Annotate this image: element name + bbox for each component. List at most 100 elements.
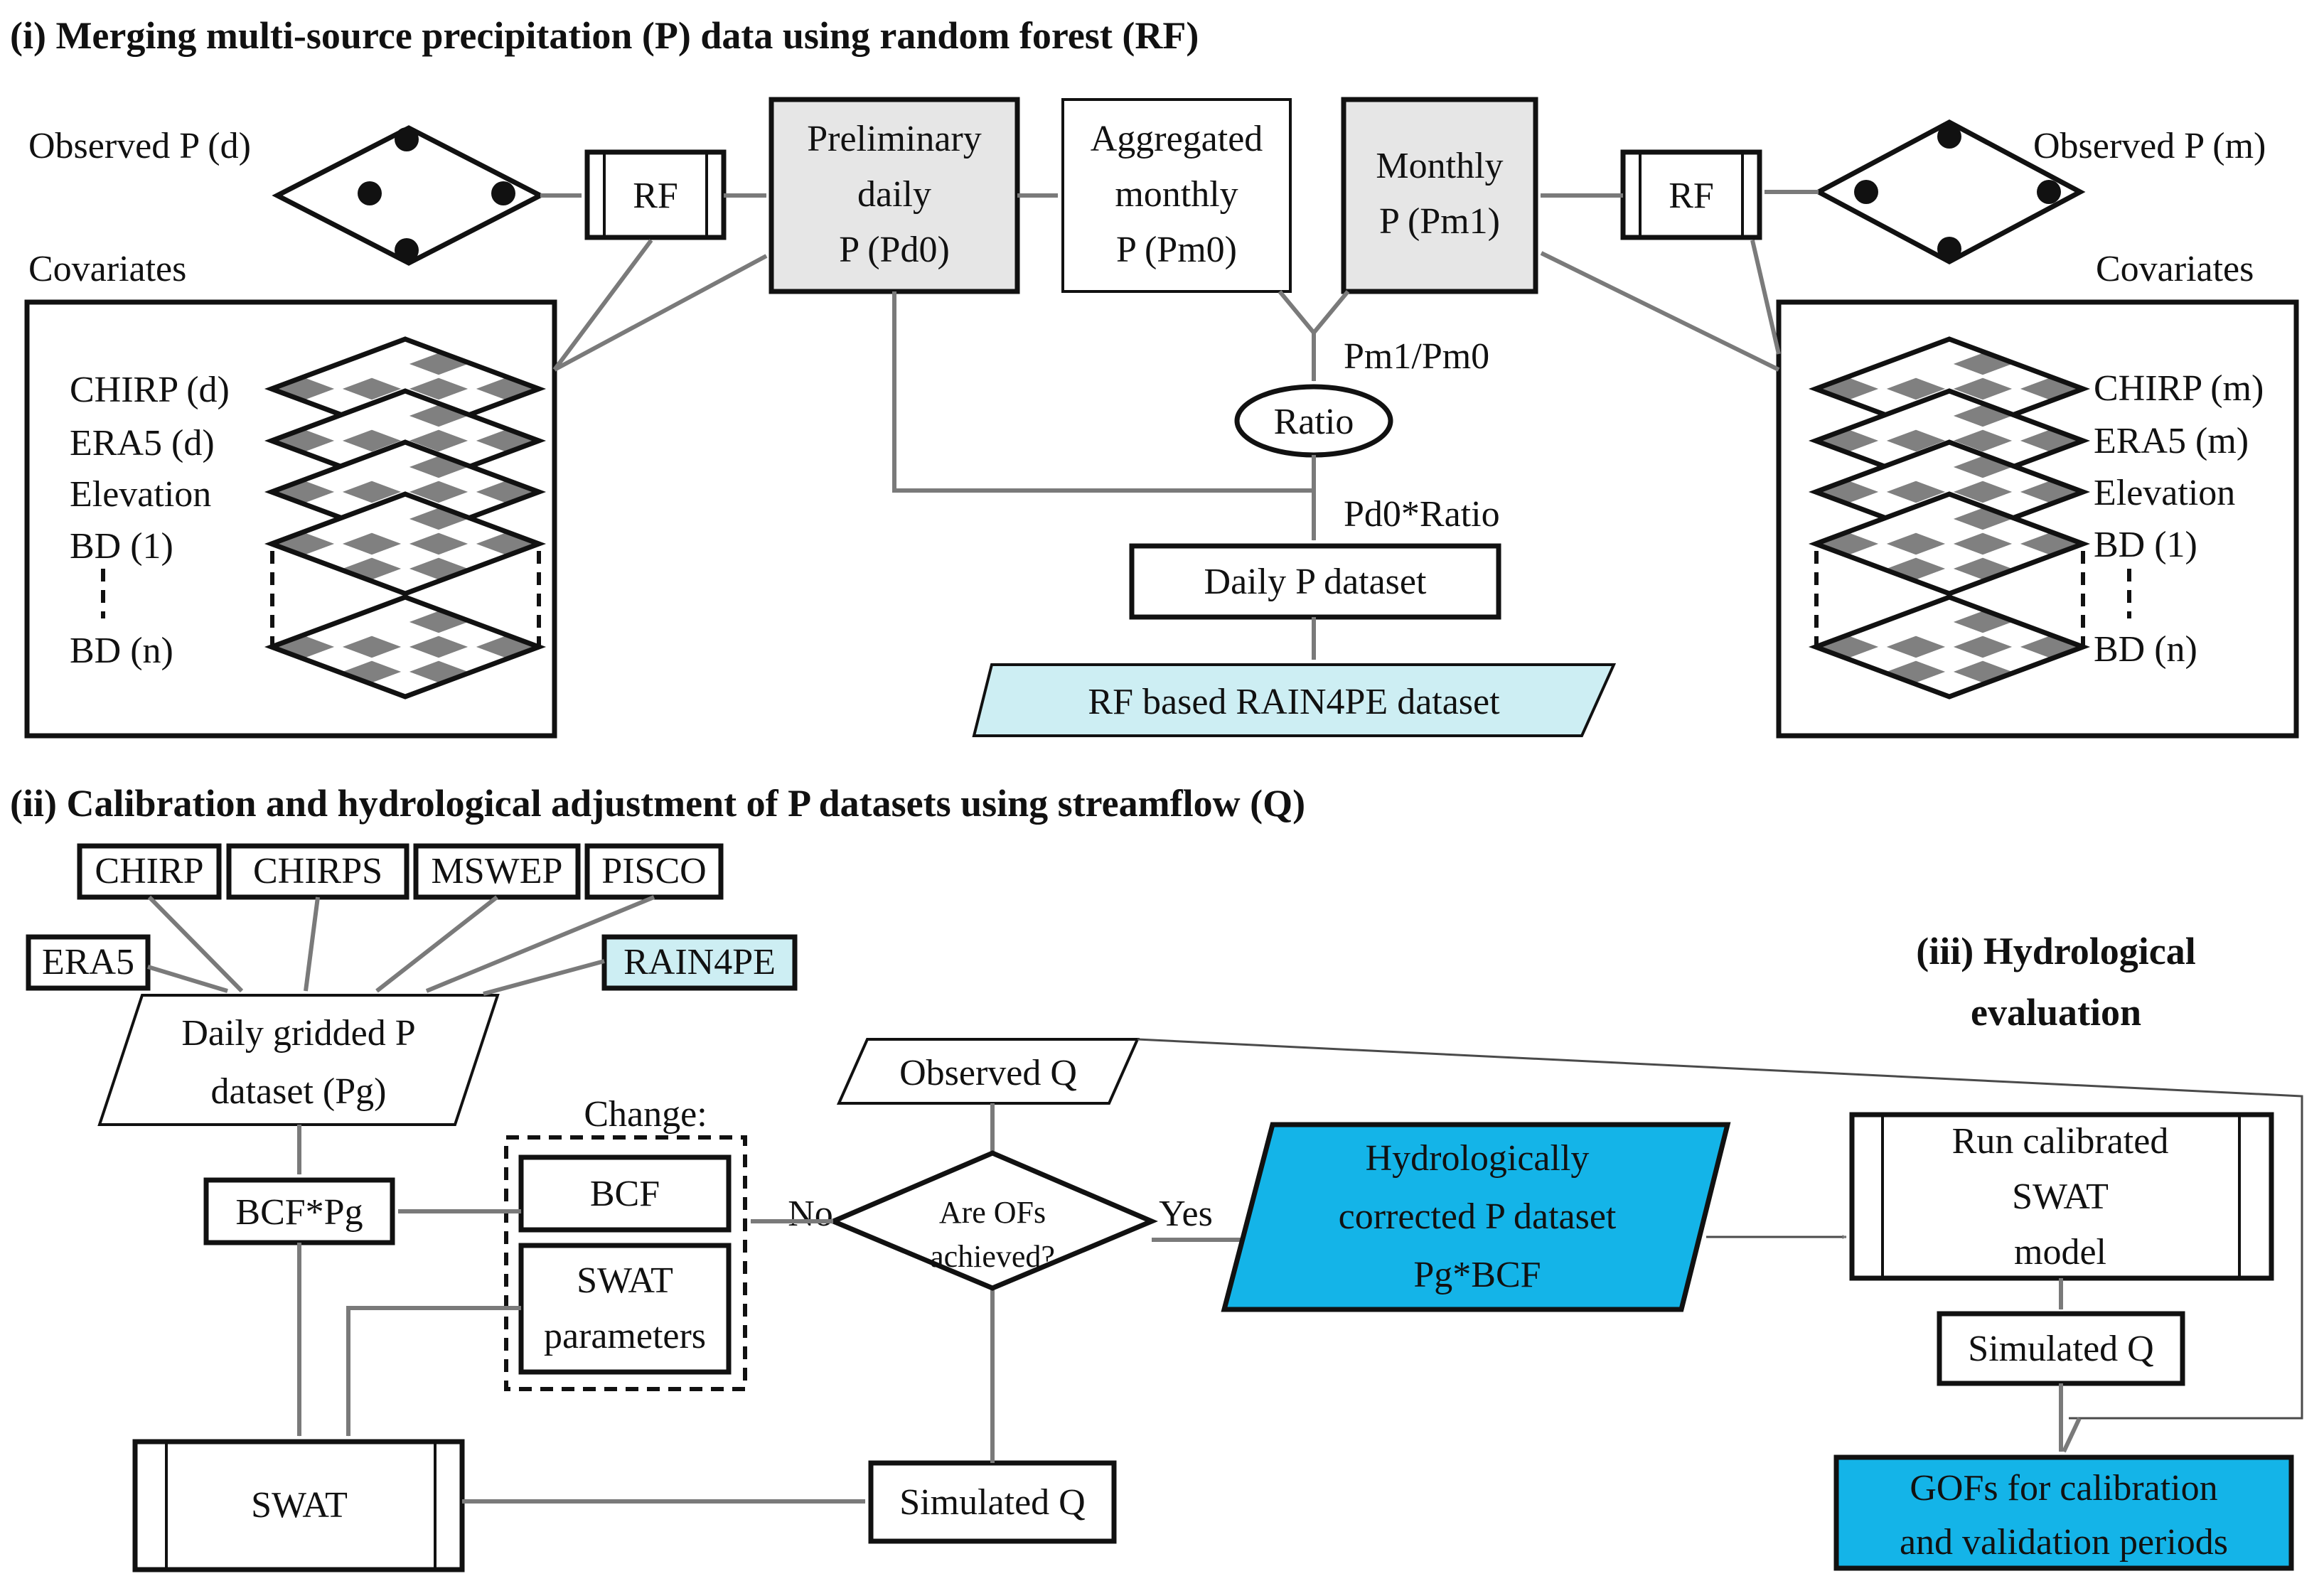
observed-p-monthly-diamond <box>1813 119 2086 264</box>
corrected-p-dataset-box <box>1221 1122 1731 1312</box>
gofs-box <box>1833 1454 2294 1571</box>
bcf-label: BCF <box>590 1174 660 1214</box>
arrow-params-to-swat <box>346 1306 521 1437</box>
run-line2: SWAT <box>2012 1177 2109 1217</box>
station-dot <box>395 238 419 262</box>
prelim-line3: P (Pd0) <box>839 230 950 270</box>
source-rain4pe-box <box>601 934 798 991</box>
rf-rain4pe-dataset-box <box>972 663 1617 737</box>
decision-line2: achieved? <box>930 1239 1055 1274</box>
station-dot <box>1937 237 1961 261</box>
preliminary-daily-box: Preliminary daily P (Pd0) <box>769 97 1020 294</box>
aggregated-line2: monthly <box>1115 174 1238 215</box>
covariate-grid-layer <box>264 594 547 700</box>
grid-outline <box>1808 594 2091 700</box>
gridded-line1: Daily gridded P <box>181 1013 415 1054</box>
cov-left-era5: ERA5 (d) <box>70 423 215 463</box>
cov-right-bdn: BD (n) <box>2094 629 2197 670</box>
run-calibrated-swat-box: Run calibrated SWAT model <box>1849 1112 2274 1281</box>
daily-gridded-p-box <box>97 994 500 1126</box>
section-title-evaluation-line2: evaluation <box>1971 991 2141 1034</box>
simulated-q-eval-box <box>1937 1311 2185 1386</box>
swat-parameters-box <box>518 1243 732 1375</box>
change-group-dashed-box <box>504 1135 747 1391</box>
source-pisco-label: PISCO <box>601 851 706 891</box>
source-chirps-box <box>226 843 409 900</box>
covariate-grid-layer <box>264 491 547 596</box>
observed-p-monthly-label: Observed P (m) <box>2033 126 2266 166</box>
arrow-covariates-to-prelim <box>553 254 768 372</box>
no-label: No <box>788 1194 833 1234</box>
monthly-pm1-box: Monthly P (Pm1) <box>1341 97 1538 294</box>
station-dot <box>1854 180 1878 204</box>
gridded-line2: dataset (Pg) <box>211 1071 387 1112</box>
observed-p-daily-label: Observed P (d) <box>28 126 251 166</box>
arrow-covariates-to-rf-monthly <box>1750 240 1781 355</box>
corrected-line3: Pg*BCF <box>1413 1255 1541 1295</box>
aggregated-line1: Aggregated <box>1091 119 1263 159</box>
bcf-box <box>518 1154 732 1233</box>
source-era5-box <box>26 934 151 991</box>
grid-outline <box>264 491 547 596</box>
source-chirp-label: CHIRP <box>95 851 203 891</box>
yes-label: Yes <box>1159 1194 1213 1234</box>
connector-observed-to-gofs <box>1137 1038 2303 1420</box>
decision-line1: Are OFs <box>939 1195 1046 1230</box>
source-boxes: CHIRP CHIRPS MSWEP PISCO <box>77 843 724 900</box>
rf-label: RF <box>633 176 678 216</box>
cov-left-elevation: Elevation <box>70 474 211 515</box>
gofs-line1: GOFs for calibration <box>1910 1468 2217 1508</box>
merge-lines-pm <box>1278 290 1350 336</box>
cov-right-chirp: CHIRP (m) <box>2094 368 2264 409</box>
covariate-grid-stack-right <box>1808 336 2091 700</box>
daily-p-dataset-label: Daily P dataset <box>1204 562 1427 602</box>
aggregated-line3: P (Pm0) <box>1116 230 1237 270</box>
source-era5-label: ERA5 <box>42 942 134 982</box>
arrow-mswep-to-gridded <box>375 895 498 993</box>
cov-right-bd1: BD (1) <box>2094 525 2197 565</box>
simulated-q-box <box>868 1460 1117 1544</box>
rf-label: RF <box>1669 176 1714 216</box>
observed-q-label: Observed Q <box>899 1053 1077 1093</box>
arrow-chirp-to-gridded <box>147 895 244 993</box>
corrected-line1: Hydrologically <box>1366 1138 1590 1179</box>
pm-ratio-label: Pm1/Pm0 <box>1344 336 1489 377</box>
station-dot <box>491 181 515 205</box>
gofs-line2: and validation periods <box>1900 1522 2228 1563</box>
source-chirps-label: CHIRPS <box>253 851 382 891</box>
grid-outline <box>1808 491 2091 596</box>
station-dot <box>395 127 419 151</box>
cov-left-bd1: BD (1) <box>70 526 173 567</box>
arrow-chirps-to-gridded <box>304 896 320 992</box>
station-dot <box>1937 124 1961 149</box>
source-rain4pe-label: RAIN4PE <box>623 942 776 982</box>
cov-right-elevation: Elevation <box>2094 473 2235 513</box>
simulated-q-eval-label: Simulated Q <box>1968 1329 2153 1369</box>
source-mswep-label: MSWEP <box>432 851 563 891</box>
rf-box-monthly: RF <box>1620 149 1762 240</box>
decision-diamond <box>827 1150 1158 1291</box>
cov-left-bdn: BD (n) <box>70 631 173 671</box>
section-title-calibration: (ii) Calibration and hydrological adjust… <box>10 782 1305 825</box>
observed-q-box <box>836 1038 1140 1105</box>
arrow-covariates-to-rf <box>552 239 653 371</box>
monthly-line1: Monthly <box>1376 146 1503 186</box>
rf-rain4pe-label: RF based RAIN4PE dataset <box>1088 682 1500 722</box>
arrow-pisco-to-gridded <box>425 895 655 993</box>
daily-p-dataset-box <box>1129 543 1501 620</box>
covariate-grid-layer <box>1808 491 2091 596</box>
arrow-observed-into-gofs <box>2062 1417 2082 1453</box>
section-title-evaluation-line1: (iii) Hydrological <box>1916 930 2195 972</box>
swat-params-line1: SWAT <box>577 1260 673 1301</box>
corrected-line2: corrected P dataset <box>1339 1196 1617 1237</box>
run-line3: model <box>2014 1232 2106 1272</box>
bcf-pg-label: BCF*Pg <box>235 1192 363 1233</box>
grid-outline <box>264 594 547 700</box>
observed-p-daily-diamond <box>272 125 546 266</box>
section-title-merging: (i) Merging multi-source precipitation (… <box>10 14 1199 57</box>
covariates-left-label: Covariates <box>28 249 186 289</box>
line-prelim-to-multiply <box>892 291 1314 493</box>
station-dot <box>358 181 382 205</box>
covariates-right-box <box>1776 299 2299 739</box>
